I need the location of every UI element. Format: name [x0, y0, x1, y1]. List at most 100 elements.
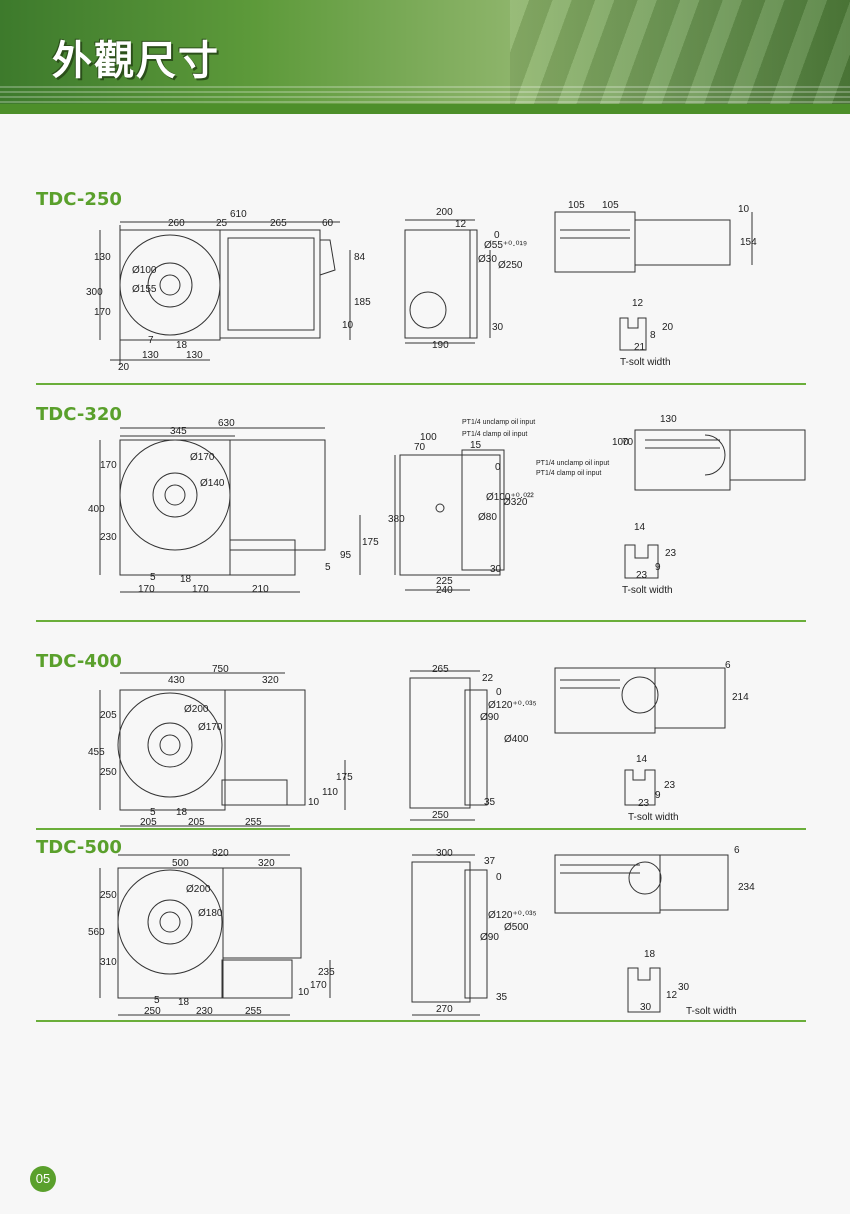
model-label-tdc-500: TDC-500	[36, 837, 122, 858]
dim-label: Ø200	[186, 884, 211, 895]
dim-label: 18	[176, 807, 188, 818]
annotation-note: PT1/4 clamp oil input	[536, 470, 601, 477]
tslot-caption: T-solt width	[628, 812, 679, 823]
dim-label: Ø320	[503, 497, 528, 508]
dim-label: 230	[100, 532, 117, 543]
dim-label: Ø100⁺⁰·⁰²²	[486, 492, 534, 503]
dim-label: 70	[414, 442, 426, 453]
dim-label: Ø170	[190, 452, 215, 463]
dim-label: 18	[178, 997, 190, 1008]
header-stripe	[0, 86, 850, 104]
dim-label: 130	[660, 414, 677, 425]
tslot-caption: T-solt width	[620, 357, 671, 368]
annotation-note: PT1/4 unclamp oil input	[536, 460, 609, 467]
dim-label: 130	[186, 350, 203, 361]
model-label-tdc-320: TDC-320	[36, 404, 122, 425]
dim-label: 250	[432, 810, 449, 821]
dim-label: 5	[150, 572, 156, 583]
dim-label: 70	[622, 437, 634, 448]
dim-label: 175	[362, 537, 379, 548]
dim-label: 250	[144, 1006, 161, 1017]
dim-label: 10	[738, 204, 750, 215]
dim-label: 100	[420, 432, 437, 443]
dim-label: 240	[436, 585, 453, 596]
tdc-500-front-view	[99, 854, 331, 1016]
dim-label: 380	[388, 514, 405, 525]
dim-label: 35	[496, 992, 508, 1003]
dim-label: Ø30	[478, 254, 497, 265]
dim-label: 560	[88, 927, 105, 938]
dim-label: Ø155	[132, 284, 157, 295]
dim-label: 23	[636, 570, 648, 581]
dim-label: 12	[632, 298, 644, 309]
dim-label: 95	[340, 550, 352, 561]
tdc-320-front-view	[99, 427, 361, 593]
model-label-tdc-400: TDC-400	[36, 651, 122, 672]
section-divider	[36, 620, 806, 622]
dim-label: Ø80	[478, 512, 497, 523]
dim-label: Ø140	[200, 478, 225, 489]
header-band	[0, 104, 850, 114]
dim-label: Ø500	[504, 922, 529, 933]
dim-label: Ø100	[132, 265, 157, 276]
dim-label: 100	[612, 437, 629, 448]
dim-label: 0	[494, 230, 500, 241]
annotation-note: PT1/4 unclamp oil input	[462, 419, 535, 426]
tslot-caption: T-solt width	[622, 585, 673, 596]
dim-label: Ø120⁺⁰·⁰³⁵	[488, 910, 537, 921]
section-divider	[36, 383, 806, 385]
dim-label: 9	[655, 790, 661, 801]
dim-label: 23	[638, 798, 650, 809]
dim-label: 255	[245, 817, 262, 828]
tdc-500-top-view	[554, 854, 729, 914]
dim-label: 23	[665, 548, 677, 559]
dim-label: 255	[245, 1006, 262, 1017]
dim-label: 12	[455, 219, 467, 230]
dim-label: 8	[650, 330, 656, 341]
dim-label: 5	[154, 995, 160, 1006]
dim-label: 175	[336, 772, 353, 783]
dim-label: 750	[212, 664, 229, 675]
annotation-note: PT1/4 clamp oil input	[462, 431, 527, 438]
dim-label: 105	[568, 200, 585, 211]
dim-label: 18	[176, 340, 188, 351]
tdc-320-side-view	[394, 449, 505, 591]
dim-label: Ø400	[504, 734, 529, 745]
dim-label: 7	[148, 335, 154, 346]
dim-label: 170	[100, 460, 117, 471]
dim-label: 205	[188, 817, 205, 828]
dim-label: Ø250	[498, 260, 523, 271]
dim-label: 6	[725, 660, 731, 671]
dim-label: 230	[196, 1006, 213, 1017]
tdc-320-top-view	[634, 429, 806, 491]
dim-label: 320	[262, 675, 279, 686]
dim-label: 610	[230, 209, 247, 220]
dim-label: 37	[484, 856, 496, 867]
dim-label: Ø170	[198, 722, 223, 733]
dim-label: 190	[432, 340, 449, 351]
tdc-500-tslot	[627, 967, 661, 1013]
header-machine-photo	[510, 0, 850, 105]
dim-label: 60	[322, 218, 334, 229]
dim-label: 630	[218, 418, 235, 429]
dim-label: 130	[94, 252, 111, 263]
dim-label: 30	[490, 564, 502, 575]
dim-label: 300	[86, 287, 103, 298]
dim-label: Ø120⁺⁰·⁰³⁵	[488, 700, 537, 711]
tdc-250-front-view	[99, 221, 351, 365]
dim-label: 234	[738, 882, 755, 893]
section-divider	[36, 1020, 806, 1022]
dim-label: 25	[216, 218, 228, 229]
dim-label: 10	[342, 320, 354, 331]
dim-label: 23	[664, 780, 676, 791]
dim-label: 14	[634, 522, 646, 533]
dim-label: 0	[496, 687, 502, 698]
dim-label: 205	[140, 817, 157, 828]
dim-label: 84	[354, 252, 366, 263]
dim-label: 0	[496, 872, 502, 883]
dim-label: 225	[436, 576, 453, 587]
dim-label: Ø200	[184, 704, 209, 715]
dim-label: 105	[602, 200, 619, 211]
dim-label: 210	[252, 584, 269, 595]
